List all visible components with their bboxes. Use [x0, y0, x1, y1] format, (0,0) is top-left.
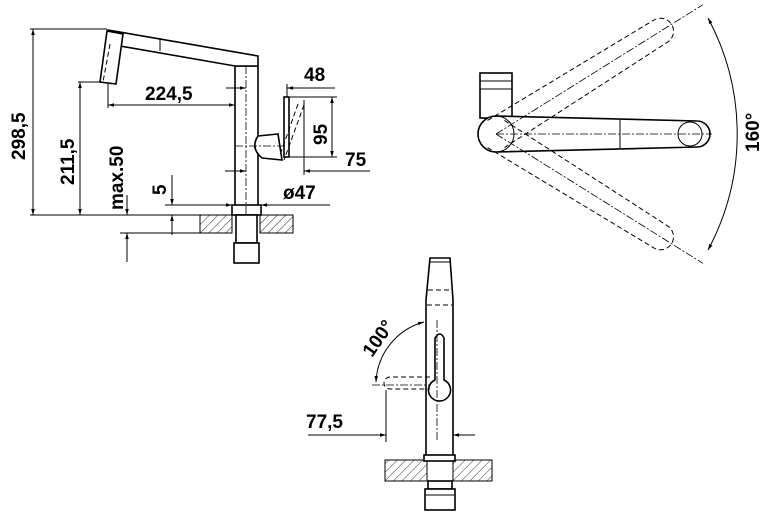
dim-lever-offset: 48 [304, 65, 325, 86]
dim-spout-reach: 224,5 [145, 84, 193, 105]
top-view-column [479, 72, 513, 119]
spout-arm [107, 29, 259, 67]
front-view: 100° 77,5 [306, 257, 493, 511]
dim-lever-reach: 75 [345, 150, 367, 171]
swivel-position-upper [487, 4, 704, 148]
pullout-spray-head [99, 30, 124, 85]
top-view: 160° [477, 4, 764, 264]
faucet-column [234, 65, 259, 207]
countertop-right [259, 214, 294, 234]
dim-lever-height: 95 [311, 123, 332, 145]
mount-nut [233, 242, 260, 264]
dim-total-height: 298,5 [9, 112, 30, 160]
swivel-angle-arc [707, 17, 738, 251]
dim-lever-angle: 100° [359, 317, 399, 361]
front-mount-nut [424, 488, 456, 511]
dim-base-diameter: ø47 [283, 183, 316, 204]
lever-hub [254, 133, 283, 161]
dim-lever-clearance: 77,5 [306, 412, 343, 433]
lever-angle-arc [374, 321, 425, 383]
lever-handle [283, 96, 290, 158]
side-view: 298,5 211,5 max.50 5 224,5 48 95 75 ø47 [9, 28, 370, 264]
dim-base-thickness: 5 [150, 184, 171, 195]
countertop-left [199, 214, 233, 234]
front-countertop-left [384, 459, 428, 482]
base-flange [231, 204, 262, 216]
front-lever [427, 333, 452, 402]
mount-shank [235, 214, 258, 244]
dim-max-counter-thickness: max.50 [107, 146, 128, 210]
dim-swivel-angle: 160° [743, 113, 764, 152]
dim-spout-height: 211,5 [58, 138, 79, 185]
swivel-position-lower [487, 120, 704, 264]
front-countertop-right [452, 459, 493, 482]
